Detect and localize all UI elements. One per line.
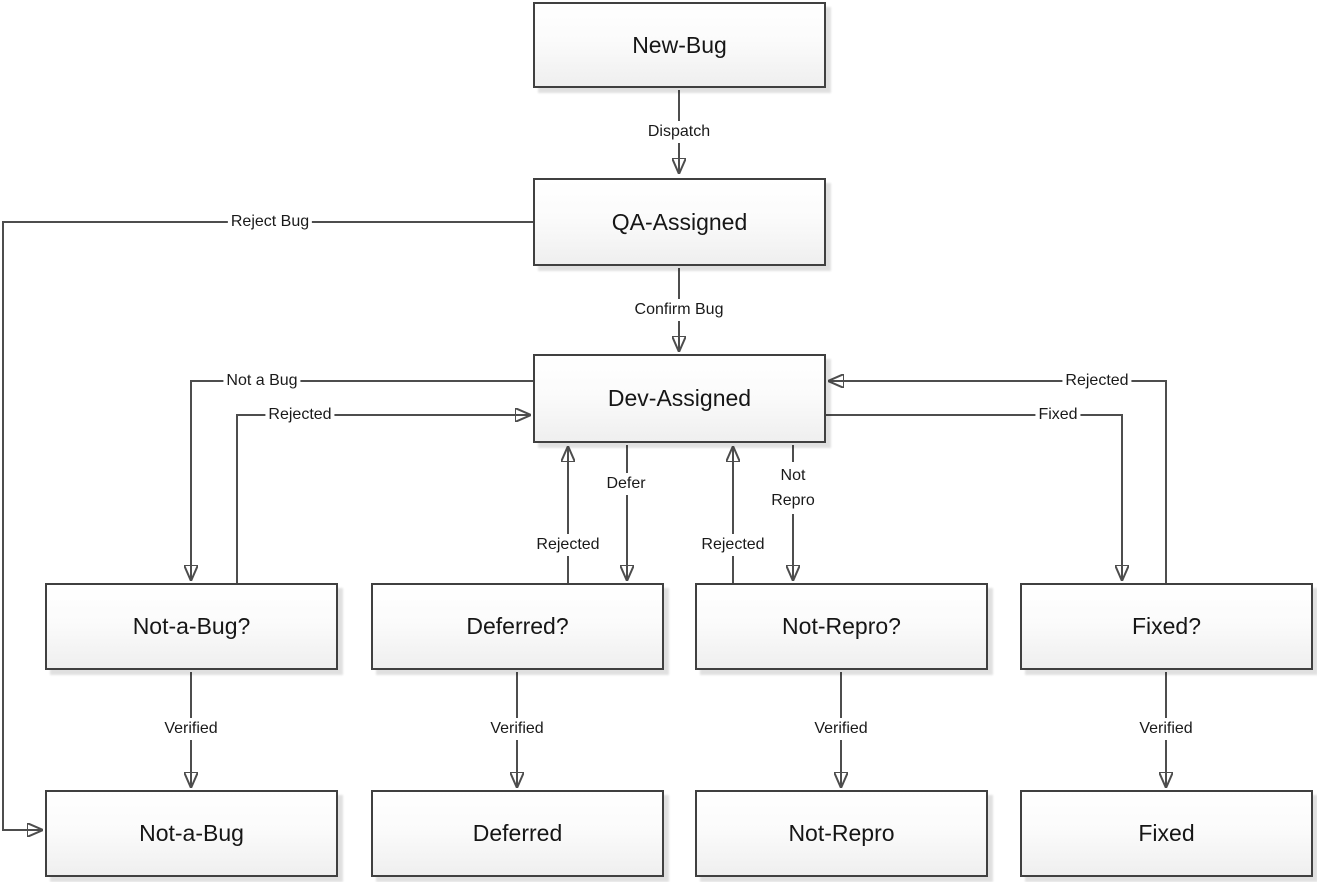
edge-label-defer: Defer	[603, 473, 649, 495]
edge-label-rejected-from-not-a-bug: Rejected	[265, 404, 335, 426]
edge-rejected-from-fixed	[829, 381, 1167, 583]
edge-label-verified-not-a-bug: Verified	[161, 718, 221, 740]
edge-label-confirm-bug: Confirm Bug	[631, 299, 727, 321]
node-not-repro-check: Not-Repro?	[695, 583, 988, 670]
node-not-a-bug-check: Not-a-Bug?	[45, 583, 338, 670]
edge-not-a-bug	[191, 380, 533, 580]
edge-label-reject-bug: Reject Bug	[227, 211, 313, 233]
edge-label-verified-deferred: Verified	[487, 718, 547, 740]
node-fixed: Fixed	[1020, 790, 1313, 877]
node-fixed-check: Fixed?	[1020, 583, 1313, 670]
edge-reject-bug	[2, 221, 533, 830]
node-not-a-bug: Not-a-Bug	[45, 790, 338, 877]
node-not-repro: Not-Repro	[695, 790, 988, 877]
node-qa-assigned: QA-Assigned	[533, 178, 826, 266]
edge-label-rejected-from-deferred: Rejected	[533, 534, 603, 556]
edge-label-not-repro: Not Repro	[767, 462, 819, 514]
edge-label-rejected-from-fixed: Rejected	[1062, 370, 1132, 392]
edge-label-verified-fixed: Verified	[1136, 718, 1196, 740]
node-deferred-check: Deferred?	[371, 583, 664, 670]
node-dev-assigned: Dev-Assigned	[533, 354, 826, 443]
edge-label-verified-not-repro: Verified	[811, 718, 871, 740]
node-deferred: Deferred	[371, 790, 664, 877]
edge-fixed	[826, 414, 1122, 580]
edge-label-not-a-bug: Not a Bug	[223, 370, 301, 392]
edge-label-dispatch: Dispatch	[644, 121, 714, 143]
edge-rejected-from-not-a-bug	[236, 415, 530, 583]
node-new-bug: New-Bug	[533, 2, 826, 88]
edge-label-rejected-from-not-repro: Rejected	[698, 534, 768, 556]
edge-label-fixed: Fixed	[1035, 404, 1081, 426]
